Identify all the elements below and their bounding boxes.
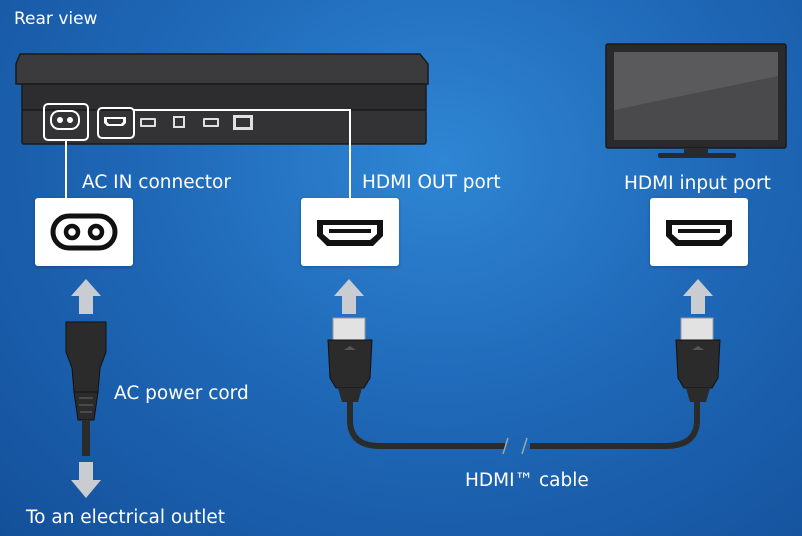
hdmi-plug-icon [675,317,721,402]
hdmi-out-highlight [97,107,135,139]
hdmi-port-icon [666,220,732,246]
ac-in-card [35,198,133,266]
ac-in-label: AC IN connector [82,172,231,193]
diagram-title: Rear view [14,9,98,29]
hdmi-cable [347,402,700,455]
tv-icon [605,43,787,158]
arrow-up-icon [683,279,713,314]
hdmi-plug-icon [327,317,373,402]
power-plug-icon [65,321,107,456]
ac-in-icon [50,213,118,251]
arrow-up-icon [334,279,364,314]
outlet-label: To an electrical outlet [26,507,225,528]
hdmi-out-label: HDMI OUT port [362,172,501,193]
console-rear-view [15,53,429,145]
arrow-up-icon [71,279,101,314]
power-cord-label: AC power cord [114,383,249,404]
hdmi-cable-label: HDMI™ cable [465,470,589,491]
hdmi-input-card [650,198,748,266]
hdmi-out-card [301,198,399,266]
hdmi-port-icon [317,220,383,246]
hdmi-input-label: HDMI input port [624,173,771,194]
arrow-down-icon [71,462,101,498]
